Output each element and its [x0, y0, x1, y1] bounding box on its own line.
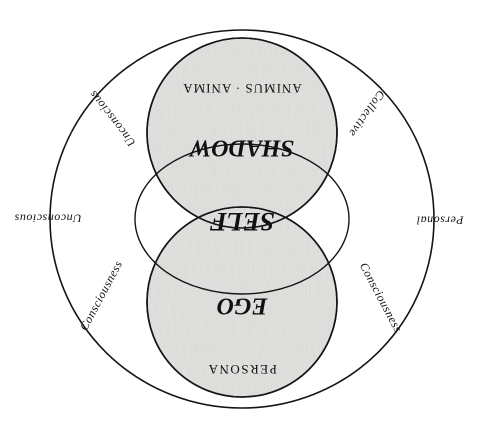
- outer-label-bottom-left: Consciousness: [77, 258, 126, 333]
- outer-label-bottom-right: Consciousness: [357, 260, 406, 335]
- shadow-label: SHADOW: [188, 134, 294, 160]
- self-ring: [134, 143, 350, 295]
- outer-label-top-right: Collective: [346, 88, 388, 140]
- outer-label-right: Personal: [416, 213, 464, 227]
- persona-label: PERSONA: [207, 362, 277, 377]
- outer-label-top-left: Unconscious: [86, 88, 139, 150]
- outer-label-left: Unconscious: [14, 211, 82, 225]
- center-label: SELF: [209, 207, 274, 236]
- outer-circle: [49, 29, 435, 409]
- ego-label: EGO: [217, 292, 269, 318]
- animus-anima-label: ANIMUS · ANIMA: [182, 81, 301, 96]
